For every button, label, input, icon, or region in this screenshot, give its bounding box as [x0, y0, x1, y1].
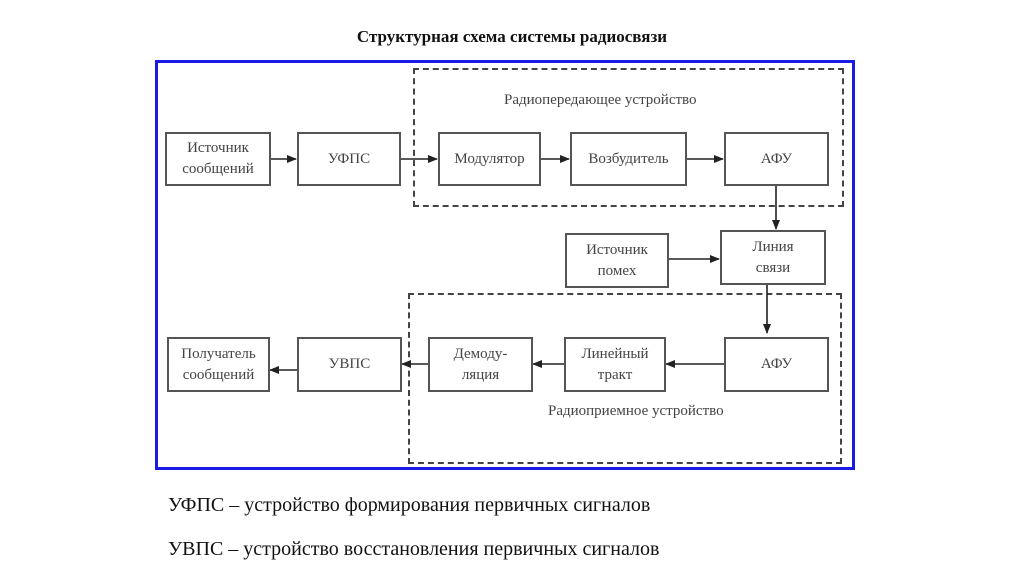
block-line-path: Линейный тракт — [564, 337, 666, 392]
block-label: Линия — [752, 238, 794, 255]
block-noise-source: Источник помех — [565, 233, 669, 288]
receiver-group-label: Радиоприемное устройство — [548, 403, 724, 419]
block-label: сообщений — [182, 161, 254, 177]
transmitter-group — [413, 68, 844, 207]
block-message-receiver: Получатель сообщений — [167, 337, 270, 392]
block-label: Демоду- — [453, 345, 508, 362]
block-label: помех — [597, 262, 637, 279]
block-exciter: Возбудитель — [570, 132, 687, 186]
block-message-source: Источник сообщений — [165, 132, 271, 186]
block-uvps: УВПС — [297, 337, 402, 392]
block-afu-receiver: АФУ — [724, 337, 829, 392]
block-label: ляция — [461, 366, 500, 383]
transmitter-group-label: Радиопередающее устройство — [504, 92, 697, 108]
legend-ufps: УФПС – устройство формирования первичных… — [168, 494, 651, 516]
block-label: УВПС — [328, 356, 371, 372]
block-modulator: Модулятор — [438, 132, 541, 186]
block-communication-line: Линия связи — [720, 230, 826, 285]
block-label: Источник — [187, 140, 249, 156]
block-afu-transmitter: АФУ — [724, 132, 829, 186]
block-label: Линейный — [581, 345, 649, 362]
block-label: тракт — [597, 366, 633, 383]
block-label: Возбудитель — [588, 150, 669, 167]
block-label: Получатель — [181, 345, 256, 362]
legend-uvps: УВПС – устройство восстановления первичн… — [168, 538, 660, 560]
block-label: УФПС — [327, 150, 371, 167]
block-label: Источник — [586, 241, 648, 258]
block-label: Модулятор — [454, 150, 525, 167]
block-ufps: УФПС — [297, 132, 401, 186]
block-label: АФУ — [760, 150, 793, 167]
block-label: АФУ — [760, 356, 793, 372]
diagram-frame — [155, 60, 855, 470]
block-demodulation: Демоду-ляция — [428, 337, 533, 392]
diagram-title: Структурная схема системы радиосвязи — [356, 27, 668, 46]
block-label: сообщений — [182, 366, 255, 383]
receiver-group — [408, 293, 842, 464]
block-label: связи — [755, 259, 791, 276]
